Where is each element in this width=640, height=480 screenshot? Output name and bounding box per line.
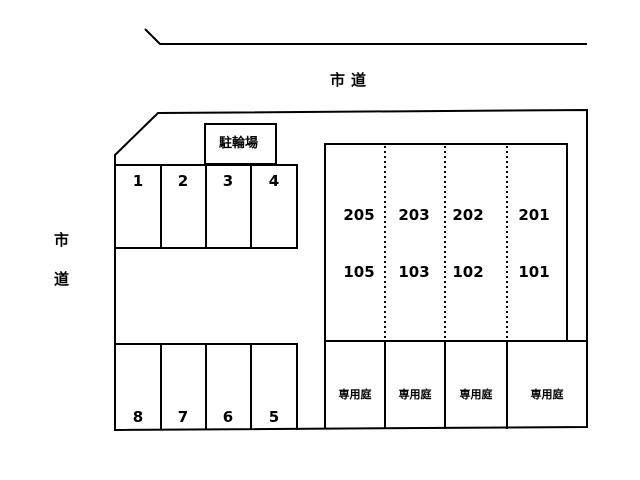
- private-garden-label: 専用庭: [338, 388, 372, 401]
- room-number: 101: [518, 263, 550, 281]
- parking-spot-number: 4: [268, 172, 280, 190]
- private-garden-label: 専用庭: [398, 388, 432, 401]
- parking-spot-number: 8: [132, 408, 144, 426]
- room-number: 202: [452, 206, 484, 224]
- room-number: 203: [398, 206, 430, 224]
- private-garden-label: 専用庭: [530, 388, 564, 401]
- parking-bottom-row: [115, 343, 298, 430]
- parking-spot-number: 1: [132, 172, 144, 190]
- unit-dividers: [384, 146, 508, 340]
- private-garden-label: 専用庭: [459, 388, 493, 401]
- garden-dividers: [324, 341, 508, 429]
- top-road-label: 市道: [330, 71, 373, 89]
- parking-spot-number: 7: [177, 408, 189, 426]
- parking-top-row: [115, 164, 298, 249]
- parking-spot-number: 5: [268, 408, 280, 426]
- room-number: 201: [518, 206, 550, 224]
- room-number: 103: [398, 263, 430, 281]
- left-road-label-1: 市: [54, 231, 70, 249]
- apartment-building: [324, 143, 587, 342]
- site-boundary: [114, 108, 588, 432]
- bicycle-parking-label: 駐輪場: [219, 136, 259, 151]
- parking-spot-number: 3: [222, 172, 234, 190]
- parking-spot-number: 2: [177, 172, 189, 190]
- parking-spot-number: 6: [222, 408, 234, 426]
- room-number: 102: [452, 263, 484, 281]
- left-road-label-2: 道: [54, 270, 70, 288]
- room-number: 105: [343, 263, 375, 281]
- room-number: 205: [343, 206, 375, 224]
- road-edge-line: [144, 28, 587, 45]
